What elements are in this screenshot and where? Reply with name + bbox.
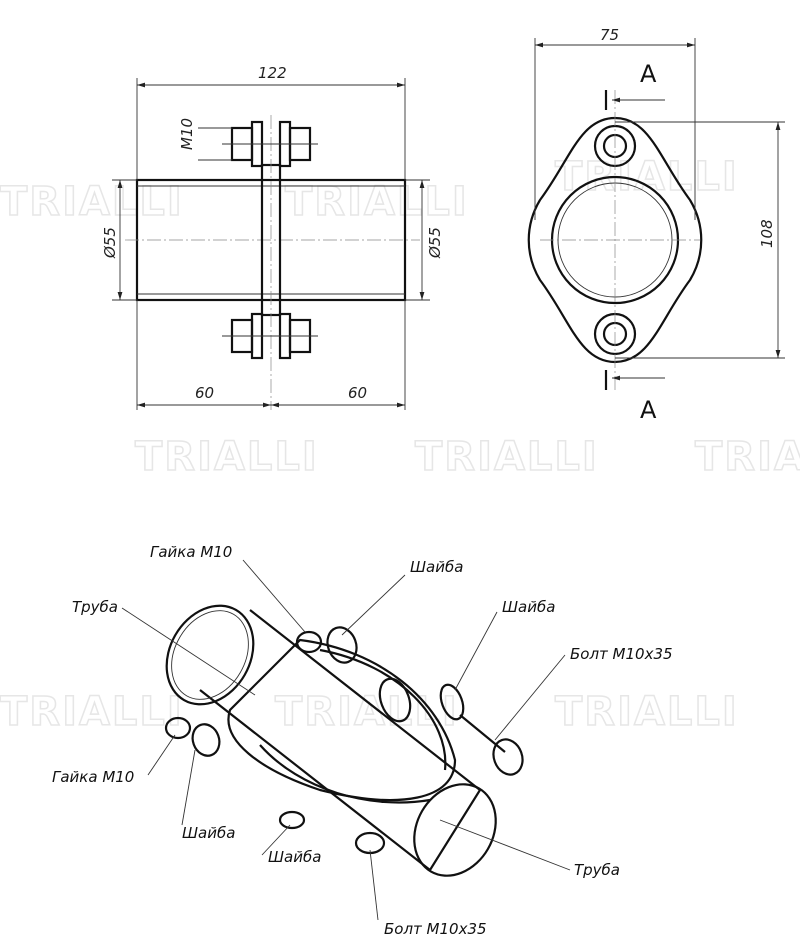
section-label-top: A bbox=[640, 60, 657, 88]
isometric-view: Гайка M10 Шайба Труба Шайба Болт M10x35 … bbox=[52, 543, 673, 938]
callout-washer-top1: Шайба bbox=[410, 558, 463, 576]
front-view: 122 M10 Ø55 Ø55 60 60 bbox=[101, 64, 444, 410]
callout-nut-left: Гайка M10 bbox=[52, 768, 134, 786]
callout-bolt-bottom: Болт M10x35 bbox=[384, 920, 487, 938]
svg-text:TRIALLI: TRIALLI bbox=[415, 434, 599, 480]
svg-text:TRIALLI: TRIALLI bbox=[555, 689, 739, 735]
dim-left-length: 60 bbox=[195, 384, 214, 402]
svg-text:TRIALLI: TRIALLI bbox=[695, 434, 800, 480]
dim-flange-height: 108 bbox=[758, 219, 776, 248]
side-view: A A 75 108 bbox=[527, 26, 785, 424]
callout-pipe-left: Труба bbox=[72, 598, 118, 616]
dim-bolt-size: M10 bbox=[178, 118, 196, 150]
dim-diameter-left: Ø55 bbox=[101, 227, 119, 259]
dim-flange-width: 75 bbox=[600, 26, 619, 44]
callout-washer-left: Шайба bbox=[182, 824, 235, 842]
svg-text:TRIALLI: TRIALLI bbox=[135, 434, 319, 480]
dim-overall-length: 122 bbox=[258, 64, 287, 82]
svg-text:TRIALLI: TRIALLI bbox=[0, 689, 184, 735]
callout-washer-bottom: Шайба bbox=[268, 848, 321, 866]
callout-washer-top2: Шайба bbox=[502, 598, 555, 616]
section-label-bottom: A bbox=[640, 396, 657, 424]
callout-bolt-right: Болт M10x35 bbox=[570, 645, 673, 663]
svg-text:TRIALLI: TRIALLI bbox=[555, 154, 739, 200]
callout-pipe-right: Труба bbox=[574, 861, 620, 879]
watermarks: TRIALLI TRIALLI TRIALLI TRIALLI TRIALLI … bbox=[0, 153, 800, 736]
dim-right-length: 60 bbox=[348, 384, 367, 402]
callout-nut-top: Гайка M10 bbox=[150, 543, 232, 561]
dim-diameter-right: Ø55 bbox=[426, 227, 444, 259]
